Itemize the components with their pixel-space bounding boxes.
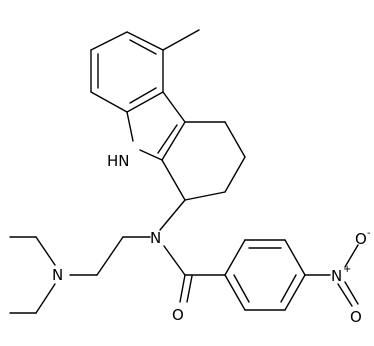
nitro-nitrogen-label: N bbox=[331, 267, 342, 285]
carbazole-benzene-ring bbox=[90, 31, 164, 113]
nitro-minus-charge: - bbox=[367, 228, 371, 239]
methyl-bond bbox=[162, 29, 200, 51]
nitro-oxygen-bottom-label: O bbox=[350, 308, 362, 326]
nitro-plus-charge: + bbox=[343, 264, 351, 275]
amide-carbonyl bbox=[163, 245, 226, 303]
nitro-group bbox=[304, 244, 359, 307]
ethylene-linker bbox=[69, 236, 151, 276]
nitrophenyl-ring bbox=[224, 239, 306, 311]
amine-nitrogen-label: N bbox=[52, 266, 63, 284]
pyrrole-ring bbox=[126, 91, 186, 161]
carbonyl-oxygen-label: O bbox=[172, 306, 184, 324]
amide-nitrogen-label: N bbox=[150, 229, 161, 247]
nitro-oxygen-top-label: O bbox=[355, 230, 367, 248]
diethyl-groups bbox=[9, 236, 56, 314]
cyclohexene-ring bbox=[161, 121, 246, 201]
nh-label: HN bbox=[107, 152, 130, 170]
c1-n-bond bbox=[159, 199, 186, 231]
